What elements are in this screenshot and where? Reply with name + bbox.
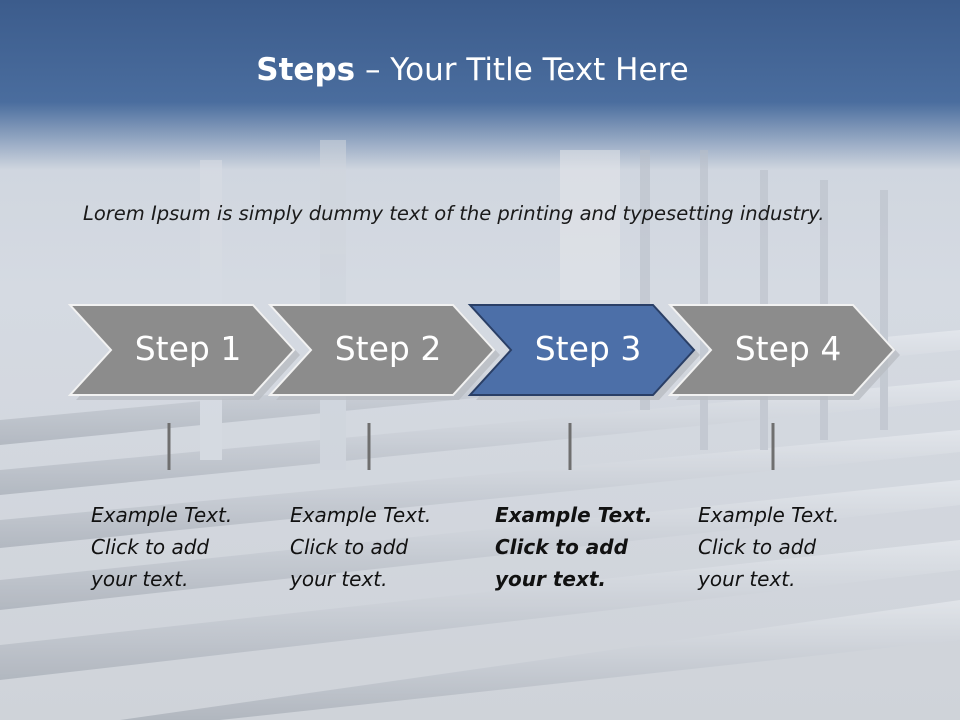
step-2-chevron[interactable] [267,304,496,396]
title-strong: Steps [256,52,356,88]
step-2-label: Step 2 [334,329,442,368]
step-4-text-line: Example Text. [698,503,840,527]
step-3-text-line: Click to add [495,535,628,559]
step-1-label: Step 1 [134,329,242,368]
step-3-text[interactable]: Example Text. Click to add your text. [495,499,652,595]
step-4-text-line: your text. [698,567,796,591]
step-4-text[interactable]: Example Text. Click to add your text. [698,499,839,595]
step-3-chevron[interactable] [467,304,696,396]
step-2-text-line: your text. [290,567,388,591]
step-1-text[interactable]: Example Text. Click to add your text. [91,499,232,595]
step-2-text-line: Click to add [290,535,409,559]
step-2-text-line: Example Text. [290,503,432,527]
step-2-text[interactable]: Example Text. Click to add your text. [290,499,431,595]
intro-text[interactable]: Lorem Ipsum is simply dummy text of the … [83,202,825,225]
title-rest: – Your Title Text Here [355,52,689,88]
step-1-text-line: Example Text. [91,503,233,527]
step-3-label: Step 3 [534,329,642,368]
step-4-chevron[interactable] [667,304,896,396]
step-3-text-line: Example Text. [495,503,653,527]
step-4-label: Step 4 [734,329,842,368]
step-1-chevron[interactable] [67,304,296,396]
step-1-text-line: your text. [91,567,189,591]
step-3-text-line: your text. [495,567,607,591]
title-banner [0,0,960,170]
slide-title[interactable]: Steps – Your Title Text Here [0,52,945,88]
step-1-text-line: Click to add [91,535,210,559]
step-4-text-line: Click to add [698,535,817,559]
